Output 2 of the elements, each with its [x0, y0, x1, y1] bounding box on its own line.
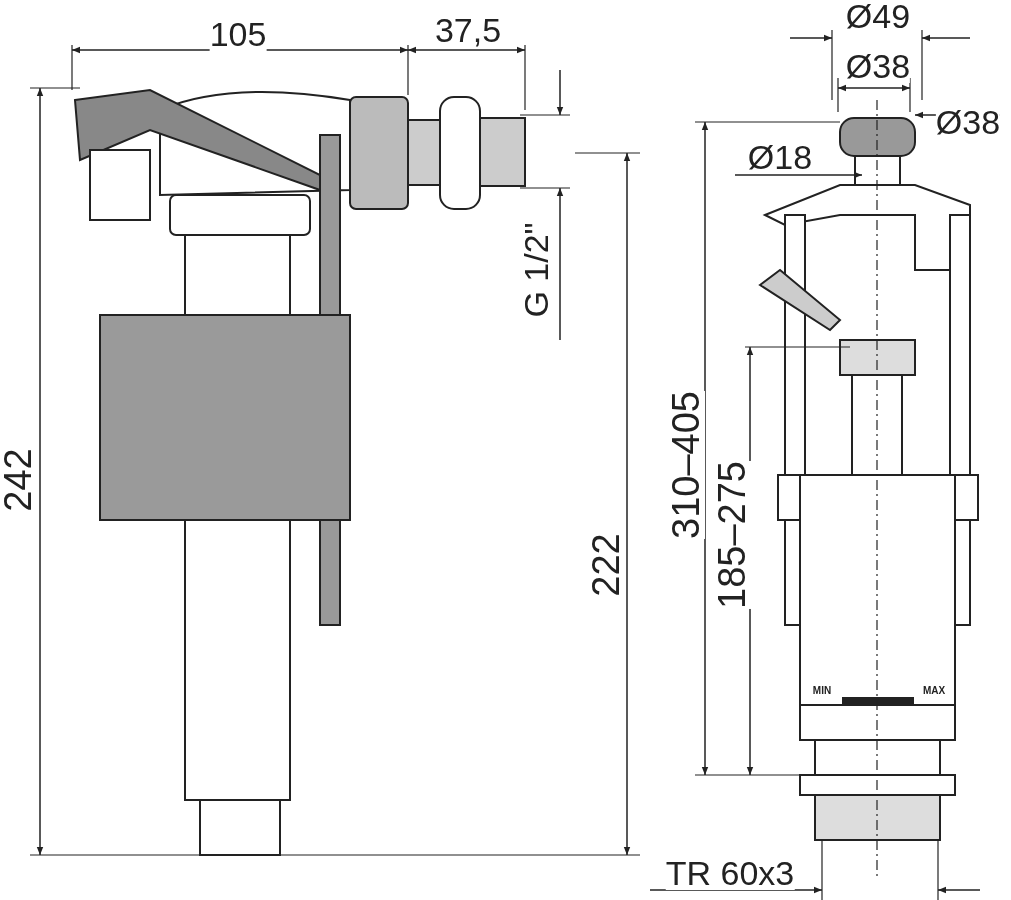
scale-label: MAX	[922, 686, 946, 696]
scale-label: MIN	[812, 686, 832, 696]
